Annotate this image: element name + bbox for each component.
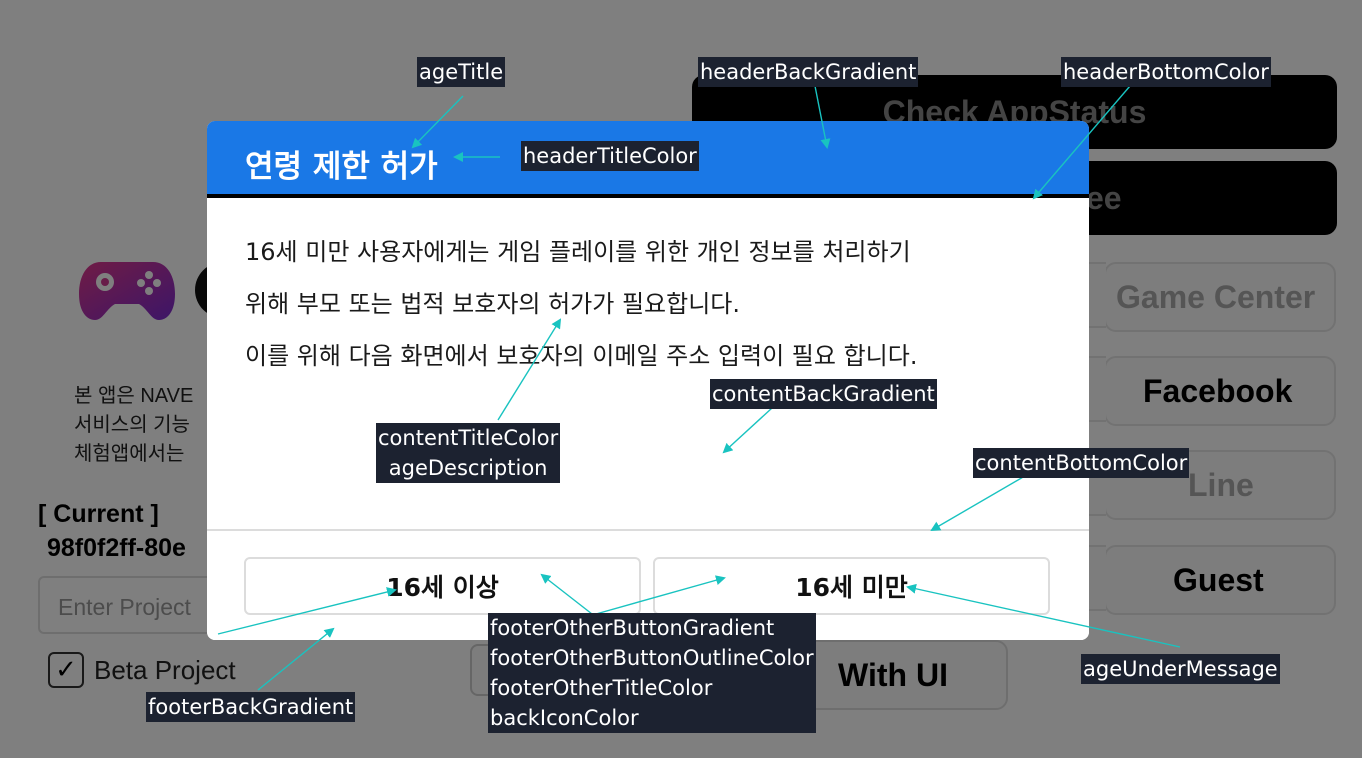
description-line: 위해 부모 또는 법적 보호자의 허가가 필요합니다. (245, 290, 741, 318)
age-under-16-label: 16세 미만 (795, 573, 908, 602)
description-line: 이를 위해 다음 화면에서 보호자의 이메일 주소 입력이 필요 합니다. (245, 342, 918, 370)
age-over-16-label: 16세 이상 (386, 573, 499, 602)
dialog-content: 16세 미만 사용자에게는 게임 플레이를 위한 개인 정보를 처리하기 위해 … (207, 198, 1089, 531)
age-restriction-dialog: 연령 제한 허가 16세 미만 사용자에게는 게임 플레이를 위한 개인 정보를… (207, 121, 1089, 640)
annotation-header-bottom-color: headerBottomColor (1061, 57, 1271, 87)
annotation-header-back-gradient: headerBackGradient (698, 57, 919, 87)
age-over-16-button[interactable]: 16세 이상 (244, 557, 641, 615)
annotation-content-back-gradient: contentBackGradient (710, 379, 937, 409)
annotation-footer-other-title-color: footerOtherTitleColor (490, 676, 713, 700)
annotation-header-title-color: headerTitleColor (521, 141, 699, 171)
annotation-age-under-message: ageUnderMessage (1081, 654, 1280, 684)
dialog-title: 연령 제한 허가 (245, 149, 438, 185)
annotation-footer-back-gradient: footerBackGradient (146, 692, 356, 722)
annotation-content-title-color: contentTitleColor (378, 426, 559, 450)
annotation-age-description: ageDescription (388, 456, 548, 480)
annotation-footer-other-button-outline-color: footerOtherButtonOutlineColor (490, 646, 814, 670)
annotation-age-title: ageTitle (417, 57, 506, 87)
age-under-16-button[interactable]: 16세 미만 (653, 557, 1050, 615)
annotation-footer-other: footerOtherButtonGradient footerOtherBut… (488, 613, 816, 733)
annotation-content-title: contentTitleColor ageDescription (376, 423, 561, 483)
annotation-footer-other-button-gradient: footerOtherButtonGradient (490, 616, 775, 640)
annotation-content-bottom-color: contentBottomColor (973, 448, 1190, 478)
description-line: 16세 미만 사용자에게는 게임 플레이를 위한 개인 정보를 처리하기 (245, 238, 911, 266)
annotation-back-icon-color: backIconColor (490, 706, 639, 730)
dialog-description: 16세 미만 사용자에게는 게임 플레이를 위한 개인 정보를 처리하기 위해 … (245, 226, 1065, 382)
